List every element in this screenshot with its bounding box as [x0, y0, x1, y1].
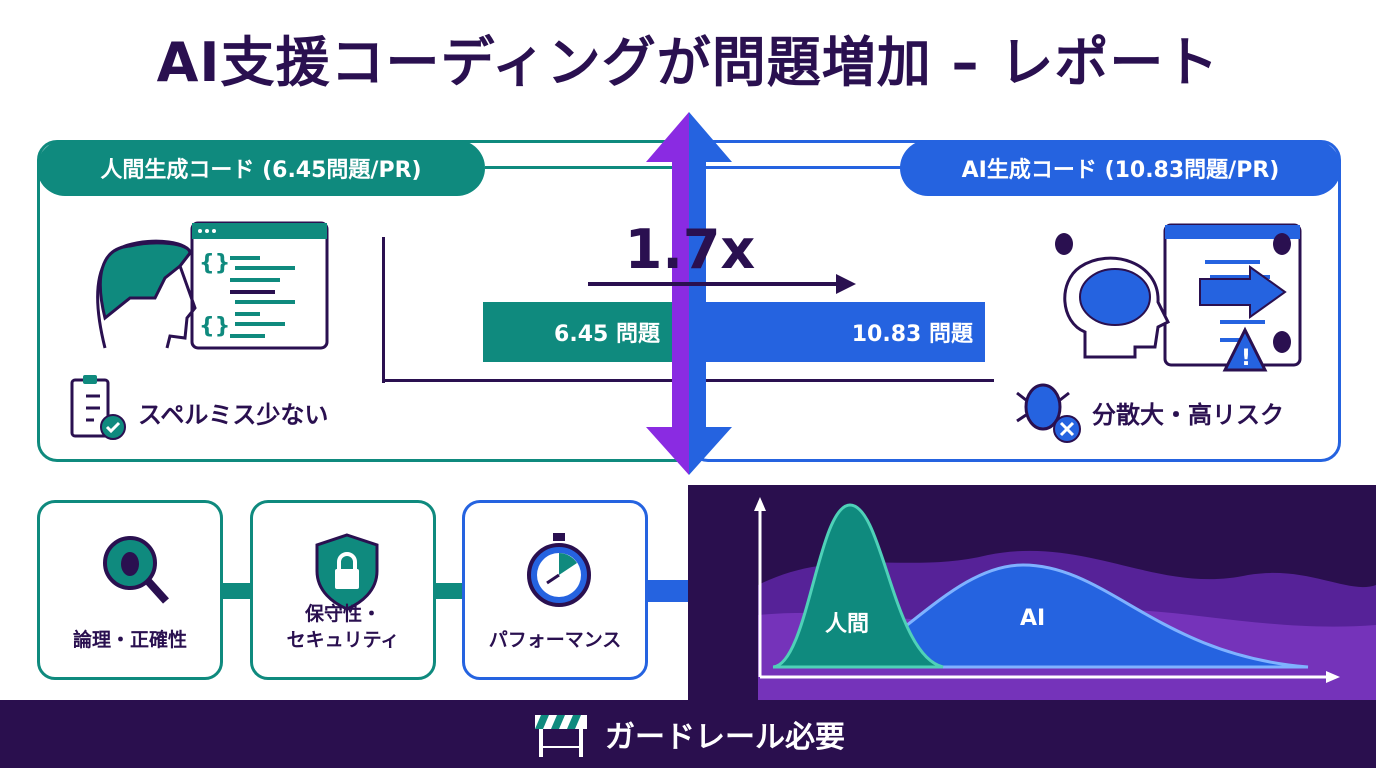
stopwatch-icon: [527, 533, 591, 607]
ai-curve-label: AI: [1020, 606, 1046, 631]
footer-banner: ガードレール必要: [0, 700, 1376, 768]
footer-text: ガードレール必要: [605, 720, 845, 755]
svg-text:{}: {}: [199, 314, 230, 339]
increase-arrow-icon: [588, 274, 856, 294]
double-arrow-icon: [646, 112, 732, 475]
ai-issues-bar: 10.83 問題: [690, 302, 985, 362]
human-distribution-curve: [772, 503, 944, 669]
category-label: 保守性・セキュリティ: [253, 601, 433, 653]
category-label: パフォーマンス: [488, 629, 622, 651]
shield-lock-icon: [315, 533, 379, 611]
distribution-chart: [688, 485, 1376, 700]
human-bar-label: 6.45 問題: [554, 322, 660, 347]
human-code-header: 人間生成コード (6.45問題/PR): [37, 140, 485, 196]
ai-code-header: AI生成コード (10.83問題/PR): [900, 140, 1341, 196]
connector: [220, 583, 252, 599]
bug-x-icon: [1016, 383, 1081, 443]
svg-text:!: !: [1241, 346, 1251, 371]
label-line: 保守性・: [304, 603, 381, 625]
magnifier-bug-icon: [103, 536, 169, 604]
human-coder-icon: {} {}: [96, 221, 329, 350]
ai-bar-label: 10.83 問題: [851, 322, 973, 347]
ratio-label: 1.7x: [624, 218, 756, 281]
divider: [485, 166, 685, 169]
human-issues-bar: 6.45 問題: [483, 302, 690, 362]
category-performance: パフォーマンス: [462, 500, 648, 680]
human-curve-label: 人間: [825, 612, 870, 637]
svg-text:{}: {}: [199, 251, 230, 276]
guardrail-icon: [535, 715, 587, 757]
connector: [433, 583, 465, 599]
page-title: AI支援コーディングが問題増加 – レポート: [156, 31, 1220, 94]
human-note: スペルミス少ない: [138, 401, 329, 429]
bracket-line: [382, 237, 385, 383]
checklist-icon: [70, 375, 126, 440]
category-logic: 論理・正確性: [37, 500, 223, 680]
divider: [690, 166, 902, 169]
category-label: 論理・正確性: [72, 629, 187, 651]
ai-note: 分散大・高リスク: [1092, 401, 1284, 429]
label-line: セキュリティ: [286, 629, 400, 651]
ai-brain-icon: !: [1055, 223, 1302, 372]
category-maintainability: 保守性・セキュリティ: [250, 500, 436, 680]
